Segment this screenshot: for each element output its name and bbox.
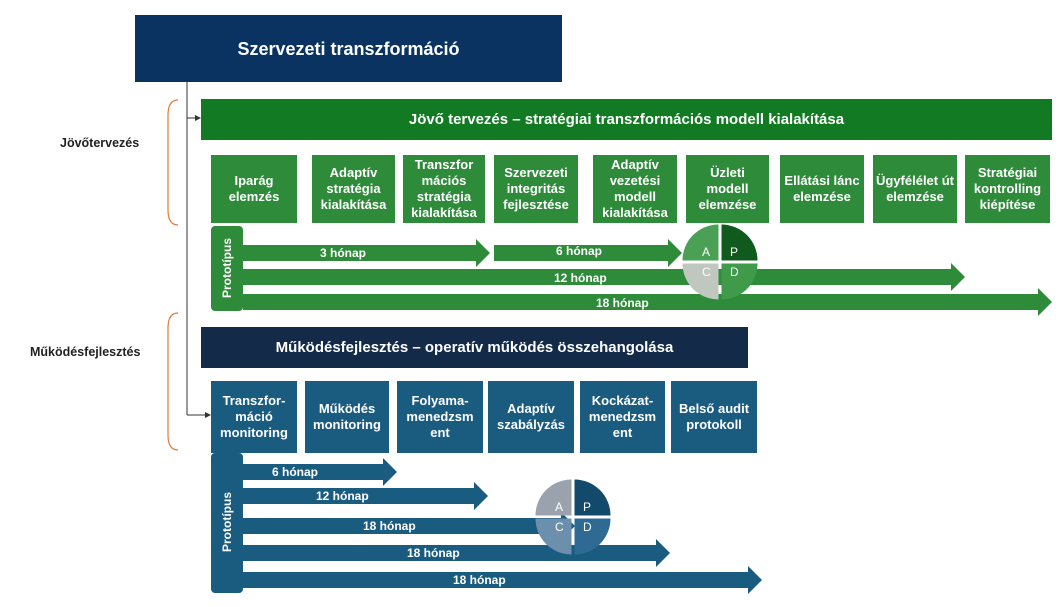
future-step-box: Adaptív vezetési modell kialakítása <box>593 155 677 223</box>
timeline-arrow <box>243 239 490 267</box>
arrow-label: 18 hónap <box>596 296 649 310</box>
ops-step-box: Adaptív szabályzás <box>488 381 574 453</box>
ops-step-box: Kockázat-menedzsm ent <box>580 381 665 453</box>
pdca-letter: P <box>583 500 592 514</box>
timeline-arrow <box>243 288 1052 316</box>
future-step-box: Ügyfélélet út elemzése <box>873 155 957 223</box>
ops-step-box: Működés monitoring <box>305 381 389 453</box>
ops-prototype-bar <box>211 453 243 593</box>
pdca-letter: C <box>702 265 711 279</box>
future-step-box: Iparág elemzés <box>211 155 297 223</box>
pdca-letter: D <box>583 520 592 534</box>
future-step-box: Szervezeti integritás fejlesztése <box>494 155 578 223</box>
arrow-label: 18 hónap <box>453 573 506 587</box>
label-future: Jövőtervezés <box>60 136 140 150</box>
arrow-label: 18 hónap <box>407 546 460 560</box>
future-step-box: Stratégiai kontrolling kiépítése <box>965 155 1050 223</box>
future-step-box: Adaptív stratégia kialakítása <box>312 155 395 223</box>
pdca-quadrant <box>574 479 611 516</box>
ops-header: Működésfejlesztés – operatív működés öss… <box>201 327 748 368</box>
pdca-letter: A <box>702 245 711 259</box>
arrow-label: 6 hónap <box>556 244 603 258</box>
arrow-label: 6 hónap <box>272 465 319 479</box>
pdca-letter: P <box>730 245 739 259</box>
pdca-cycle <box>535 479 611 555</box>
timeline-arrow <box>243 566 762 594</box>
pdca-quadrant <box>682 263 719 300</box>
future-step-box: Ellátási lánc elemzése <box>780 155 864 223</box>
timeline-arrow <box>243 458 397 486</box>
pdca-quadrant <box>682 224 719 261</box>
arrow-label: 12 hónap <box>316 489 369 503</box>
timeline-arrow <box>243 512 575 540</box>
arrow-label: 12 hónap <box>554 271 607 285</box>
bracket-ops <box>167 312 179 451</box>
pdca-cycle <box>682 224 758 300</box>
future-prototype-bar <box>211 226 243 311</box>
arrow-label: 3 hónap <box>320 246 367 260</box>
ops-prototype-label: Prototípus <box>220 492 234 552</box>
ops-step-box: Transzfor-máció monitoring <box>211 381 297 453</box>
pdca-quadrant <box>574 518 611 555</box>
page-title: Szervezeti transzformáció <box>135 15 562 82</box>
pdca-letter: C <box>555 520 564 534</box>
timeline-arrow <box>494 239 682 267</box>
pdca-quadrant <box>535 518 572 555</box>
future-step-box: Transzfor mációs stratégia kialakítása <box>403 155 485 223</box>
ops-step-box: Folyama-menedzsm ent <box>397 381 483 453</box>
pdca-letter: A <box>555 500 564 514</box>
pdca-quadrant <box>721 263 758 300</box>
future-step-box: Üzleti modell elemzése <box>686 155 769 223</box>
future-header: Jövő tervezés – stratégiai transzformáci… <box>201 99 1052 140</box>
bracket-future <box>167 99 179 226</box>
pdca-quadrant <box>535 479 572 516</box>
ops-step-box: Belső audit protokoll <box>671 381 757 453</box>
pdca-quadrant <box>721 224 758 261</box>
future-prototype-label: Prototípus <box>220 238 234 298</box>
arrow-label: 18 hónap <box>363 519 416 533</box>
label-ops: Működésfejlesztés <box>30 345 141 359</box>
timeline-arrow <box>243 482 488 510</box>
pdca-letter: D <box>730 265 739 279</box>
timeline-arrow <box>243 263 965 291</box>
